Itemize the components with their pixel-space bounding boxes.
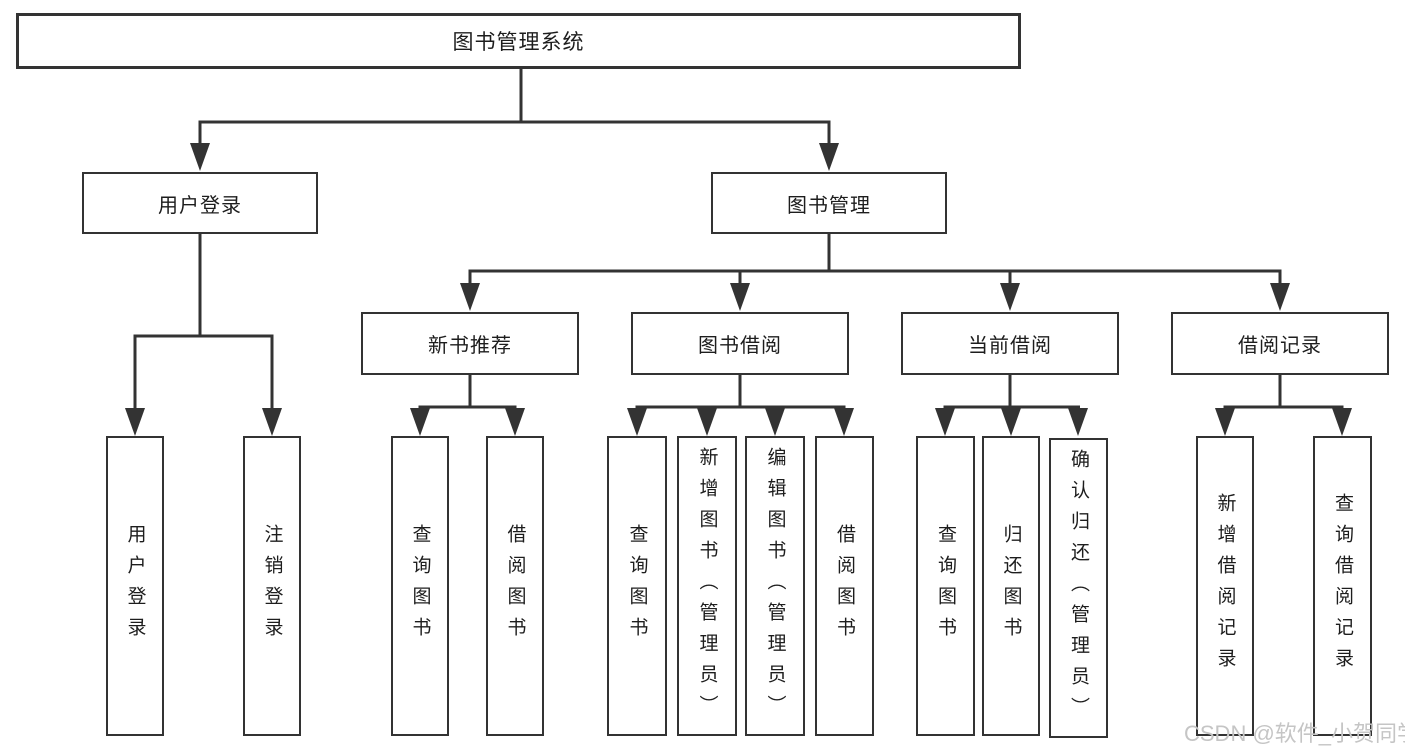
watermark: CSDN @软件_小贺同学 bbox=[1184, 721, 1405, 746]
node-new-book-recommendation: 新书推荐 bbox=[361, 312, 579, 375]
connector-borrowing-records bbox=[1215, 373, 1352, 436]
node-user-login: 用户登录 bbox=[82, 172, 318, 234]
node-borrowing-records: 借阅记录 bbox=[1171, 312, 1389, 375]
connector-new-book bbox=[410, 373, 525, 436]
leaf-cb-query-books: 查询图书 bbox=[916, 436, 975, 736]
connector-book-borrowing bbox=[627, 373, 854, 436]
connector-user-login bbox=[125, 232, 282, 436]
node-current-borrowing: 当前借阅 bbox=[901, 312, 1119, 375]
connector-root bbox=[190, 69, 839, 171]
leaf-user-login: 用户登录 bbox=[106, 436, 164, 736]
leaf-bb-add-book-admin: 新增图书（管理员） bbox=[677, 436, 737, 736]
leaf-cb-confirm-return-admin: 确认归还（管理员） bbox=[1049, 438, 1108, 738]
node-book-management: 图书管理 bbox=[711, 172, 947, 234]
leaf-br-add-record: 新增借阅记录 bbox=[1196, 436, 1254, 736]
connector-book-management bbox=[460, 232, 1290, 311]
leaf-bb-edit-book-admin: 编辑图书（管理员） bbox=[745, 436, 805, 736]
leaf-cb-return-books: 归还图书 bbox=[982, 436, 1040, 736]
leaf-logout: 注销登录 bbox=[243, 436, 301, 736]
leaf-bb-borrow-books: 借阅图书 bbox=[815, 436, 874, 736]
leaf-nb-query-books: 查询图书 bbox=[391, 436, 449, 736]
node-book-borrowing: 图书借阅 bbox=[631, 312, 849, 375]
leaf-br-query-record: 查询借阅记录 bbox=[1313, 436, 1372, 736]
connector-current-borrowing bbox=[935, 373, 1088, 436]
leaf-nb-borrow-books: 借阅图书 bbox=[486, 436, 544, 736]
leaf-bb-query-books: 查询图书 bbox=[607, 436, 667, 736]
node-library-management-system: 图书管理系统 bbox=[16, 13, 1021, 69]
